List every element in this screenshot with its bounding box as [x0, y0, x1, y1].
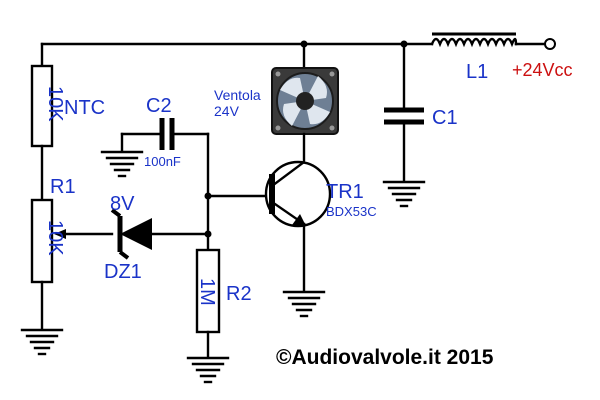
r1-name-label: R1: [50, 176, 76, 198]
c2-value-label: 100nF: [144, 154, 181, 169]
r2-name-label: R2: [226, 283, 252, 305]
c2-name-label: C2: [146, 95, 172, 117]
inductor-l1: [430, 32, 518, 48]
fan-icon: [271, 42, 339, 162]
transistor-tr1: [264, 160, 332, 292]
dz1-name-label: DZ1: [104, 261, 142, 283]
ground-tr1: [282, 290, 326, 318]
ntc-name-label: NTC: [64, 97, 105, 119]
zener-dz1: [64, 208, 210, 260]
tr1-part-label: BDX53C: [326, 204, 377, 219]
base-node: [204, 192, 272, 252]
ground-r1: [20, 328, 64, 356]
copyright-text: ©Audiovalvole.it 2015: [276, 346, 494, 369]
l1-label: L1: [466, 61, 488, 83]
ntc-thermistor: [30, 42, 54, 202]
ntc-value-label: 10K: [44, 86, 66, 122]
capacitor-c2: [120, 118, 210, 198]
potentiometer-r1: [30, 198, 66, 330]
ground-c2: [100, 150, 144, 178]
c1-name-label: C1: [432, 107, 458, 129]
supply-label: +24Vcc: [512, 60, 573, 80]
tr1-name-label: TR1: [326, 181, 364, 203]
ground-c1: [382, 180, 426, 208]
dz1-value-label: 8V: [110, 193, 135, 215]
ground-r2: [186, 356, 230, 384]
r1-value-label: 10K: [44, 220, 66, 256]
capacitor-c1: [384, 42, 424, 182]
resistor-r2: [195, 248, 221, 358]
r2-value-label: 1M: [196, 278, 218, 306]
fan-name-label: Ventola: [214, 87, 261, 103]
fan-rating-label: 24V: [214, 103, 240, 119]
